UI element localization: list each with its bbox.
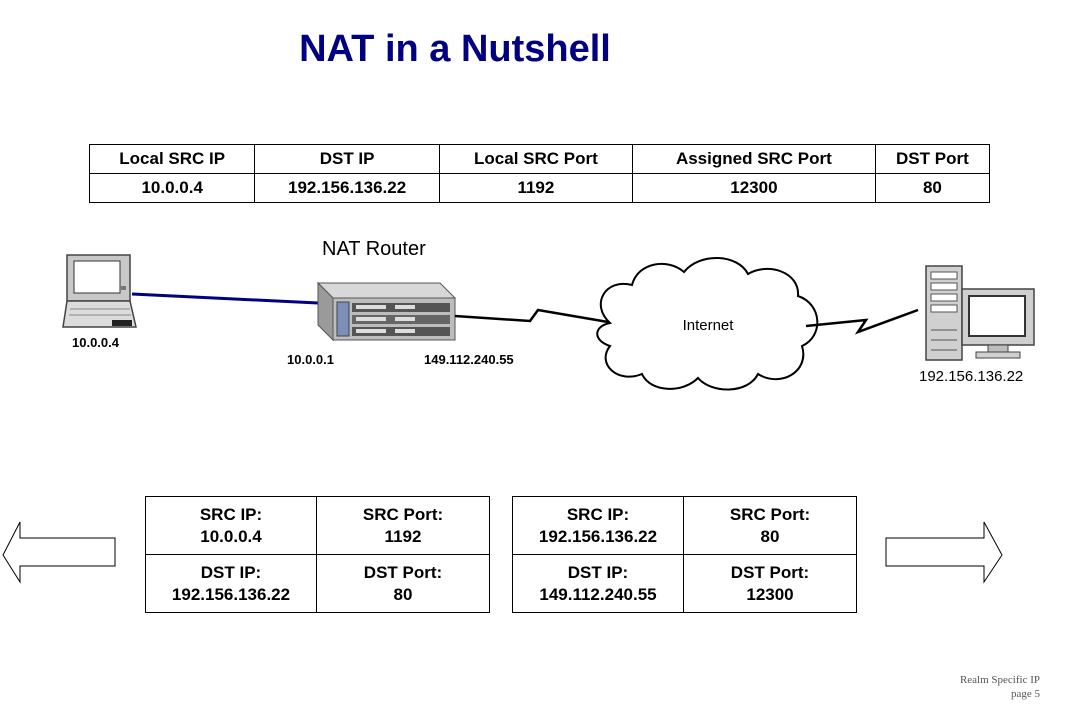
router-outside-ip-label: 149.112.240.55 (424, 352, 514, 367)
src-ip-value: 192.156.136.22 (538, 526, 658, 546)
cell-assigned-src-port: 12300 (631, 173, 876, 203)
table-row: 10.0.0.4 192.156.136.22 1192 12300 80 (88, 173, 991, 203)
router-inside-ip-label: 10.0.0.1 (287, 352, 334, 367)
left-arrow-icon (2, 521, 116, 584)
internet-cloud-icon (596, 257, 819, 391)
header-dst-ip: DST IP (254, 144, 440, 174)
packet-dst-port-cell: DST Port: 12300 (683, 554, 857, 613)
laptop-icon (62, 254, 137, 328)
table-row: DST IP: 149.112.240.55 DST Port: 12300 (512, 554, 857, 613)
packet-src-port-cell: SRC Port: 80 (683, 496, 857, 555)
dst-port-label: DST Port: (730, 562, 810, 582)
dst-ip-value: 192.156.136.22 (171, 584, 291, 604)
footer-title: Realm Specific IP (959, 674, 1040, 686)
src-port-label: SRC Port: (729, 504, 811, 524)
cloud-label: Internet (683, 317, 735, 334)
cell-dst-port: 80 (874, 173, 991, 203)
page-title: NAT in a Nutshell (299, 28, 611, 70)
src-ip-label: SRC IP: (199, 504, 263, 524)
dst-ip-value: 149.112.240.55 (539, 584, 657, 604)
server-computer-icon (925, 265, 1035, 361)
src-ip-label: SRC IP: (566, 504, 630, 524)
packet-dst-port-cell: DST Port: 80 (316, 554, 490, 613)
outbound-packet-table: SRC IP: 10.0.0.4 SRC Port: 1192 DST IP: … (145, 496, 490, 613)
dst-ip-label: DST IP: (567, 562, 629, 582)
src-port-label: SRC Port: (362, 504, 444, 524)
packet-src-ip-cell: SRC IP: 192.156.136.22 (512, 496, 684, 555)
laptop-ip-label: 10.0.0.4 (72, 335, 119, 350)
slide-footer: Realm Specific IP page 5 (960, 673, 1040, 701)
src-port-value: 1192 (384, 526, 422, 546)
server-ip-label: 192.156.136.22 (919, 368, 1024, 385)
header-local-src-ip: Local SRC IP (88, 144, 256, 174)
cell-dst-ip: 192.156.136.22 (254, 173, 440, 203)
right-arrow-icon (885, 521, 1003, 584)
packet-dst-ip-cell: DST IP: 149.112.240.55 (512, 554, 684, 613)
src-ip-value: 10.0.0.4 (200, 526, 262, 546)
dst-port-label: DST Port: (363, 562, 443, 582)
dst-ip-label: DST IP: (200, 562, 262, 582)
cell-local-src-port: 1192 (438, 173, 633, 203)
lan-link-line (131, 292, 319, 305)
translated-packet-table: SRC IP: 192.156.136.22 SRC Port: 80 DST … (512, 496, 857, 613)
dst-port-value: 80 (393, 584, 413, 604)
table-row: DST IP: 192.156.136.22 DST Port: 80 (145, 554, 490, 613)
cell-local-src-ip: 10.0.0.4 (88, 173, 256, 203)
header-local-src-port: Local SRC Port (438, 144, 633, 174)
table-row: SRC IP: 192.156.136.22 SRC Port: 80 (512, 496, 857, 555)
footer-page-number: page 5 (1010, 688, 1040, 700)
src-port-value: 80 (760, 526, 780, 546)
table-header-row: Local SRC IP DST IP Local SRC Port Assig… (88, 144, 991, 174)
nat-translation-table: Local SRC IP DST IP Local SRC Port Assig… (88, 144, 991, 203)
nat-router-icon (316, 281, 457, 342)
dst-port-value: 12300 (746, 584, 794, 604)
header-dst-port: DST Port (874, 144, 991, 174)
table-row: SRC IP: 10.0.0.4 SRC Port: 1192 (145, 496, 490, 555)
server-link-lightning (805, 308, 919, 335)
packet-dst-ip-cell: DST IP: 192.156.136.22 (145, 554, 317, 613)
packet-src-port-cell: SRC Port: 1192 (316, 496, 490, 555)
packet-src-ip-cell: SRC IP: 10.0.0.4 (145, 496, 317, 555)
router-label: NAT Router (322, 238, 426, 260)
wan-link-lightning (454, 308, 609, 324)
